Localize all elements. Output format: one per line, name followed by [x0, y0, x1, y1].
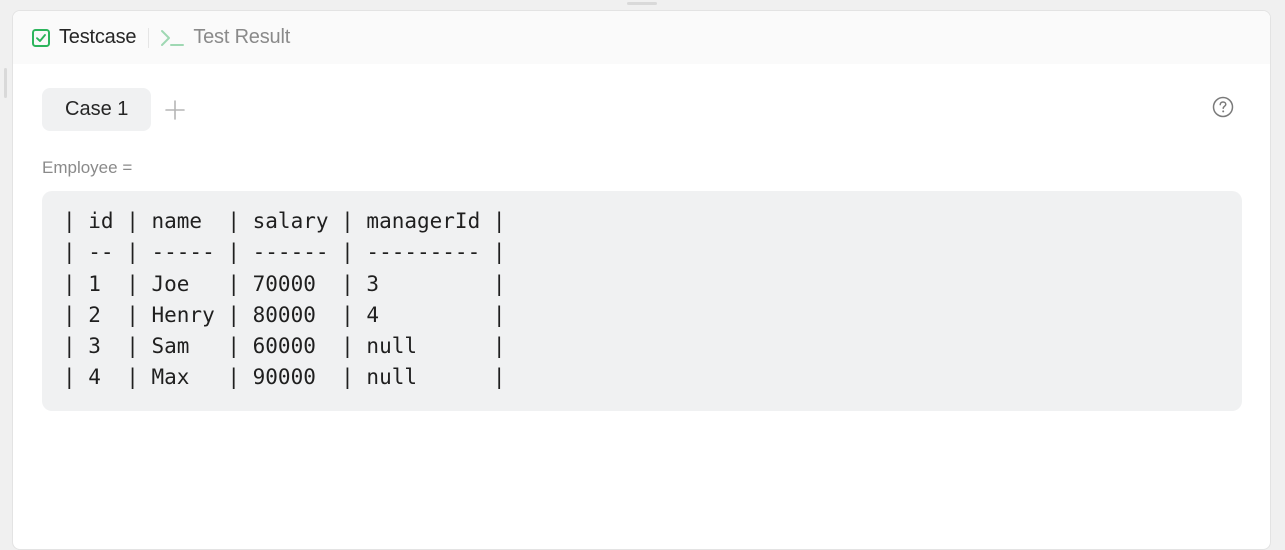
tab-testcase[interactable]: Testcase [32, 11, 137, 64]
checkbox-icon [32, 28, 50, 47]
plus-icon[interactable] [163, 98, 187, 122]
table-row-line: | 4 | Max | 90000 | null | [63, 365, 506, 390]
table-separator-line: | -- | ----- | ------ | --------- | [63, 240, 506, 265]
tab-test-result-label: Test Result [193, 26, 291, 48]
testcase-input-editor[interactable]: | id | name | salary | managerId | | -- … [42, 191, 1242, 411]
tab-testcase-label: Testcase [59, 26, 137, 48]
testcase-content: Case 1 Employee = | id | name | salary |… [13, 64, 1270, 411]
variable-label: Employee = [42, 158, 133, 177]
question-circle-icon[interactable] [1212, 96, 1234, 118]
panel-tab-bar: Testcase Test Result [13, 11, 1270, 64]
terminal-icon [160, 29, 185, 47]
table-row-line: | 1 | Joe | 70000 | 3 | [63, 271, 506, 296]
table-row-line: | 3 | Sam | 60000 | null | [63, 334, 506, 359]
panel-resize-handle[interactable] [627, 2, 657, 5]
case-tabs: Case 1 [42, 88, 1241, 131]
testcase-panel: Testcase Test Result Case 1 [12, 10, 1271, 550]
tab-test-result[interactable]: Test Result [160, 11, 290, 64]
side-resize-handle[interactable] [4, 68, 7, 98]
tab-divider [148, 27, 150, 48]
case-1-button[interactable]: Case 1 [42, 88, 152, 131]
table-row-line: | 2 | Henry | 80000 | 4 | [63, 302, 506, 327]
table-header-line: | id | name | salary | managerId | [63, 209, 506, 233]
